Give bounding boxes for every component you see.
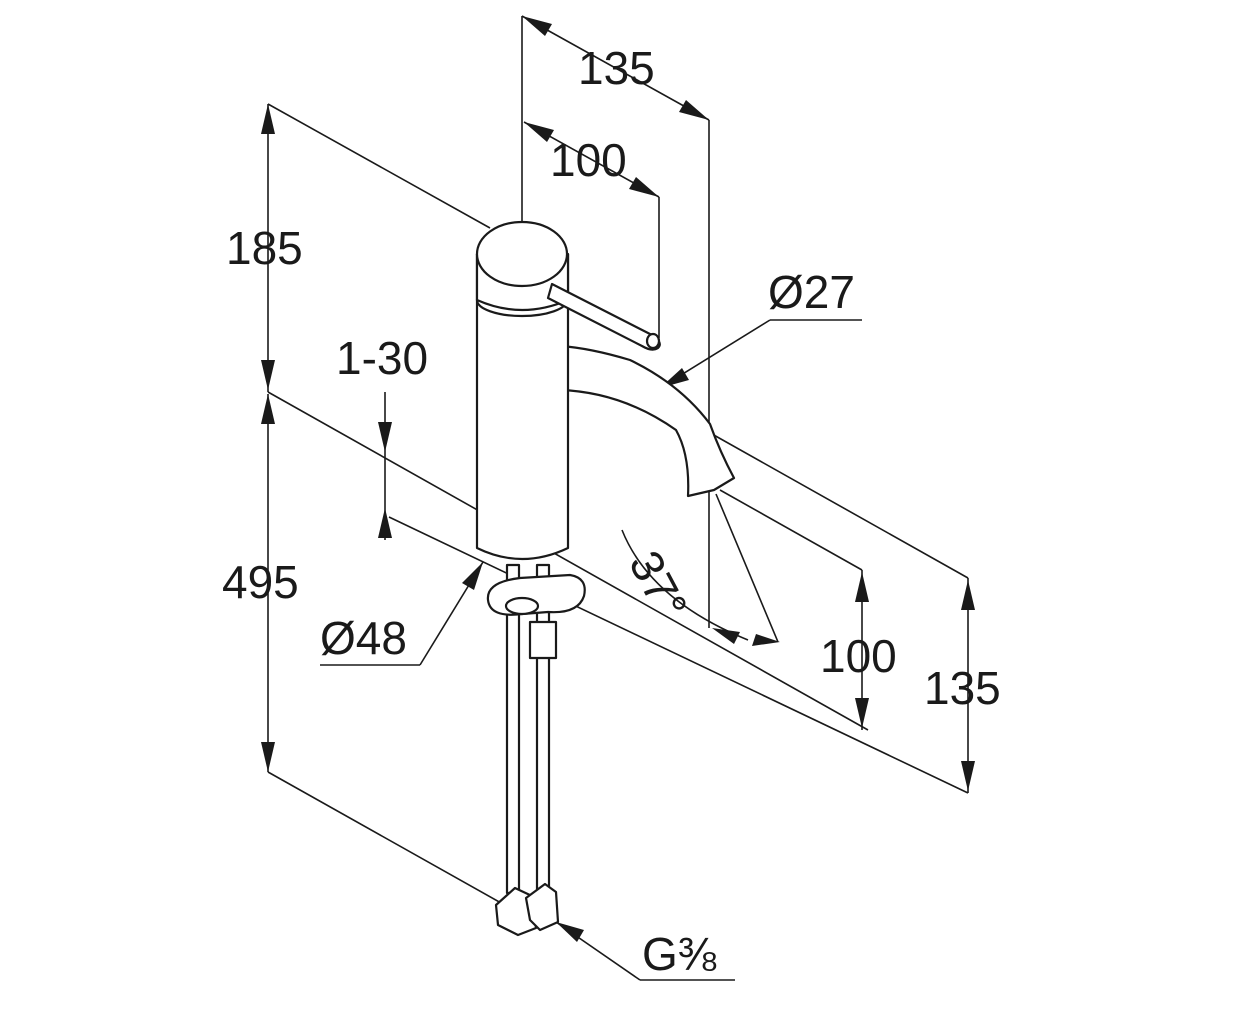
arrow-g38 xyxy=(556,922,584,942)
label-495: 495 xyxy=(222,556,299,608)
bracket-hole xyxy=(504,596,540,616)
arrow-angle-right xyxy=(752,634,780,646)
ext-line-185-top xyxy=(267,103,491,229)
arrow-495-top xyxy=(261,394,275,424)
angle-ray xyxy=(715,493,779,643)
hose-nut xyxy=(528,620,558,660)
arrow-100-right-bottom xyxy=(855,698,869,728)
arrow-135-right-bottom xyxy=(961,761,975,791)
faucet-body xyxy=(475,254,570,561)
arrow-135-top-right xyxy=(679,100,709,120)
arrow-135-top-left xyxy=(522,16,552,36)
connector-right xyxy=(524,882,560,932)
arrow-135-right-top xyxy=(961,580,975,610)
label-diameter-48: Ø48 xyxy=(320,612,407,664)
label-100-top: 100 xyxy=(550,134,627,186)
label-135-right: 135 xyxy=(924,662,1001,714)
arrow-185-top xyxy=(261,104,275,134)
hose-right xyxy=(535,563,551,895)
ext-line-deck xyxy=(267,391,869,731)
arrow-1-30-top xyxy=(378,422,392,452)
ext-line-spout-top xyxy=(711,433,969,579)
dim-line-135-top xyxy=(521,15,710,121)
arrow-angle-left xyxy=(712,628,740,644)
ext-line-spout-outlet xyxy=(719,489,863,571)
arrow-100-right-top xyxy=(855,572,869,602)
arrow-495-bottom xyxy=(261,742,275,772)
ext-line-495-bottom xyxy=(267,771,511,909)
arrow-100-top-left xyxy=(524,122,554,142)
label-1-30: 1-30 xyxy=(336,332,428,384)
label-angle-37: 37° xyxy=(619,542,698,628)
lever-tip xyxy=(645,332,661,350)
body-cap-top xyxy=(475,220,569,288)
label-100-right: 100 xyxy=(820,630,897,682)
arrow-48 xyxy=(462,562,483,590)
arrow-185-bottom xyxy=(261,360,275,390)
arrow-1-30-bottom xyxy=(378,508,392,538)
label-185: 185 xyxy=(226,222,303,274)
label-g38: G⅜ xyxy=(642,928,717,980)
label-135-top: 135 xyxy=(578,42,655,94)
hose-connectors xyxy=(494,882,560,937)
label-diameter-27: Ø27 xyxy=(768,266,855,318)
arrow-100-top-right xyxy=(629,177,659,197)
ext-line-base-right xyxy=(388,516,969,794)
